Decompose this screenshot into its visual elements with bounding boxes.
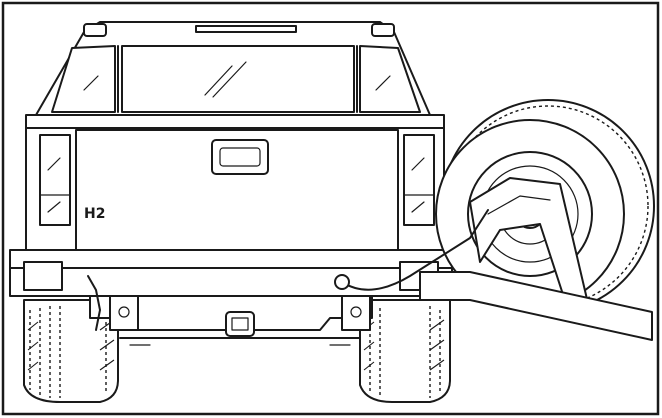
underbody <box>87 275 373 346</box>
right-tow-hook <box>341 295 371 331</box>
tire-carrier-arm <box>334 177 653 341</box>
truck-body: H2 <box>25 114 445 251</box>
hitch-pin <box>334 274 350 290</box>
hitch-receiver <box>225 311 255 337</box>
cab <box>35 21 431 116</box>
left-tow-hook <box>109 295 139 331</box>
carrier-beam <box>419 271 653 341</box>
right-rear-tire <box>359 299 451 403</box>
rear-bumper <box>9 249 453 297</box>
right-side-window <box>359 45 421 113</box>
left-rear-tire <box>23 299 119 403</box>
model-badge: H2 <box>84 206 105 222</box>
left-reflector <box>23 261 63 291</box>
left-tail-lamp <box>39 134 71 226</box>
rear-window <box>121 45 355 113</box>
right-tail-lamp <box>403 134 435 226</box>
left-side-window <box>51 45 116 113</box>
